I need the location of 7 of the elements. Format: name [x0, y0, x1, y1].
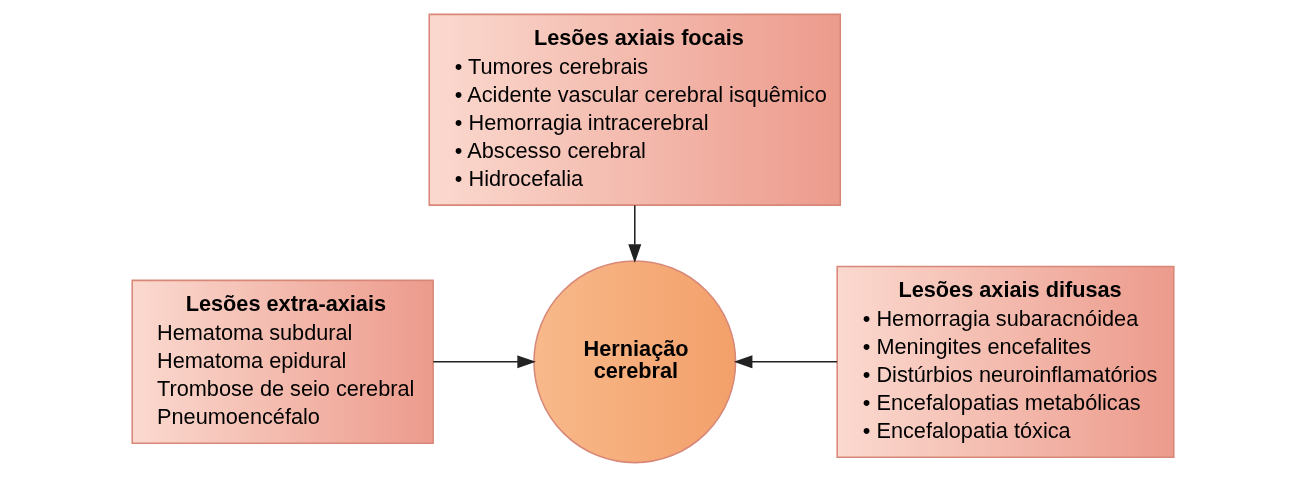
arrow [733, 355, 838, 369]
arrow [432, 355, 536, 369]
node-circle: Herniação cerebral [533, 260, 737, 464]
arrow [628, 204, 642, 263]
node-box: Lesões extra-axiais Hematoma subdural Hematoma epidural Trombose de seio cerebral Pneumoencéfalo [131, 279, 434, 445]
node-box: Lesões axiais difusas • Hemorragia subaracnóidea • Meningites encefalites • Distúrbios neuroinflamatórios • Encefalopatias metabólicas • Encefalopatia tóxica [836, 265, 1175, 458]
node-box: Lesões axiais focais • Tumores cerebrais • Acidente vascular cerebral isquêmico • Hemorragia intracerebral • Abscesso cerebral • Hidrocefalia [428, 13, 842, 206]
